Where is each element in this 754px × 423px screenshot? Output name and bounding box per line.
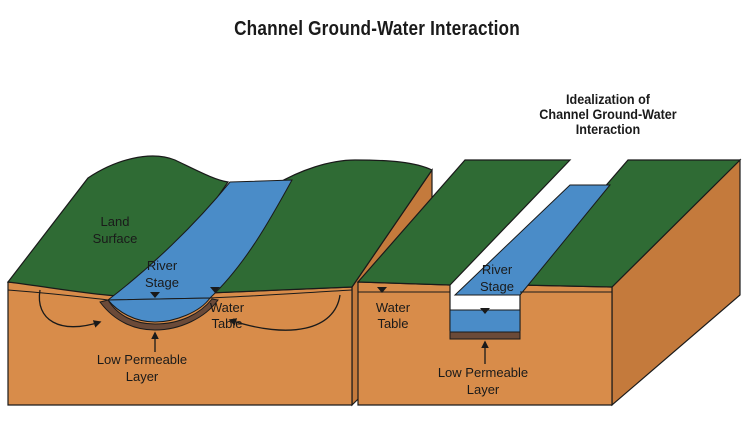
- idealization-subtitle: Idealization of Channel Ground-Water Int…: [500, 92, 716, 137]
- land-surface-label-line-2: Surface: [93, 231, 138, 246]
- left-river-stage-marker: [150, 292, 160, 298]
- subtitle-line-3: Interaction: [575, 121, 641, 137]
- right-low-permeable-label-line-1: Low Permeable: [438, 365, 528, 380]
- left-low-permeable-layer: [99, 298, 219, 331]
- left-water-table-line: [7, 289, 353, 301]
- right-left-bank-land: [356, 159, 572, 286]
- right-river-surface: [453, 184, 612, 296]
- left-low-permeable-label-line-2: Layer: [126, 369, 159, 384]
- left-water-table-label-line-1: Water: [210, 300, 245, 315]
- left-channel-water: [106, 297, 211, 323]
- left-flow-arrow-1: [38, 289, 102, 328]
- right-river-stage-label-line-1: River: [482, 262, 513, 277]
- left-low-permeable-label-line-1: Low Permeable: [97, 352, 187, 367]
- right-river-stage-label-line-2: Stage: [480, 279, 514, 294]
- idealized-channel-block: River Stage Water Table Low Permeable La…: [356, 158, 742, 407]
- natural-channel-block: Land Surface River Stage Water Table Low…: [6, 155, 433, 407]
- right-river-stage-marker: [480, 308, 490, 314]
- subtitle-line-1: Idealization of: [565, 91, 651, 107]
- right-low-permeable-layer: [449, 331, 521, 340]
- subtitle-line-2: Channel Ground-Water: [539, 106, 677, 122]
- right-water-table-marker: [377, 287, 387, 293]
- land-surface-label-line-1: Land: [101, 214, 130, 229]
- left-water-table-label-line-2: Table: [211, 316, 242, 331]
- left-river-stage-label-line-1: River: [147, 258, 178, 273]
- left-flow-arrow-2: [228, 294, 341, 331]
- diagram-title: Channel Ground-Water Interaction: [234, 18, 520, 40]
- left-water-table-marker: [210, 287, 220, 293]
- right-low-permeable-label-line-2: Layer: [467, 382, 500, 397]
- left-river-stage-label-line-2: Stage: [145, 275, 179, 290]
- right-water-table-label-line-2: Table: [377, 316, 408, 331]
- right-water-table-label-line-1: Water: [376, 300, 411, 315]
